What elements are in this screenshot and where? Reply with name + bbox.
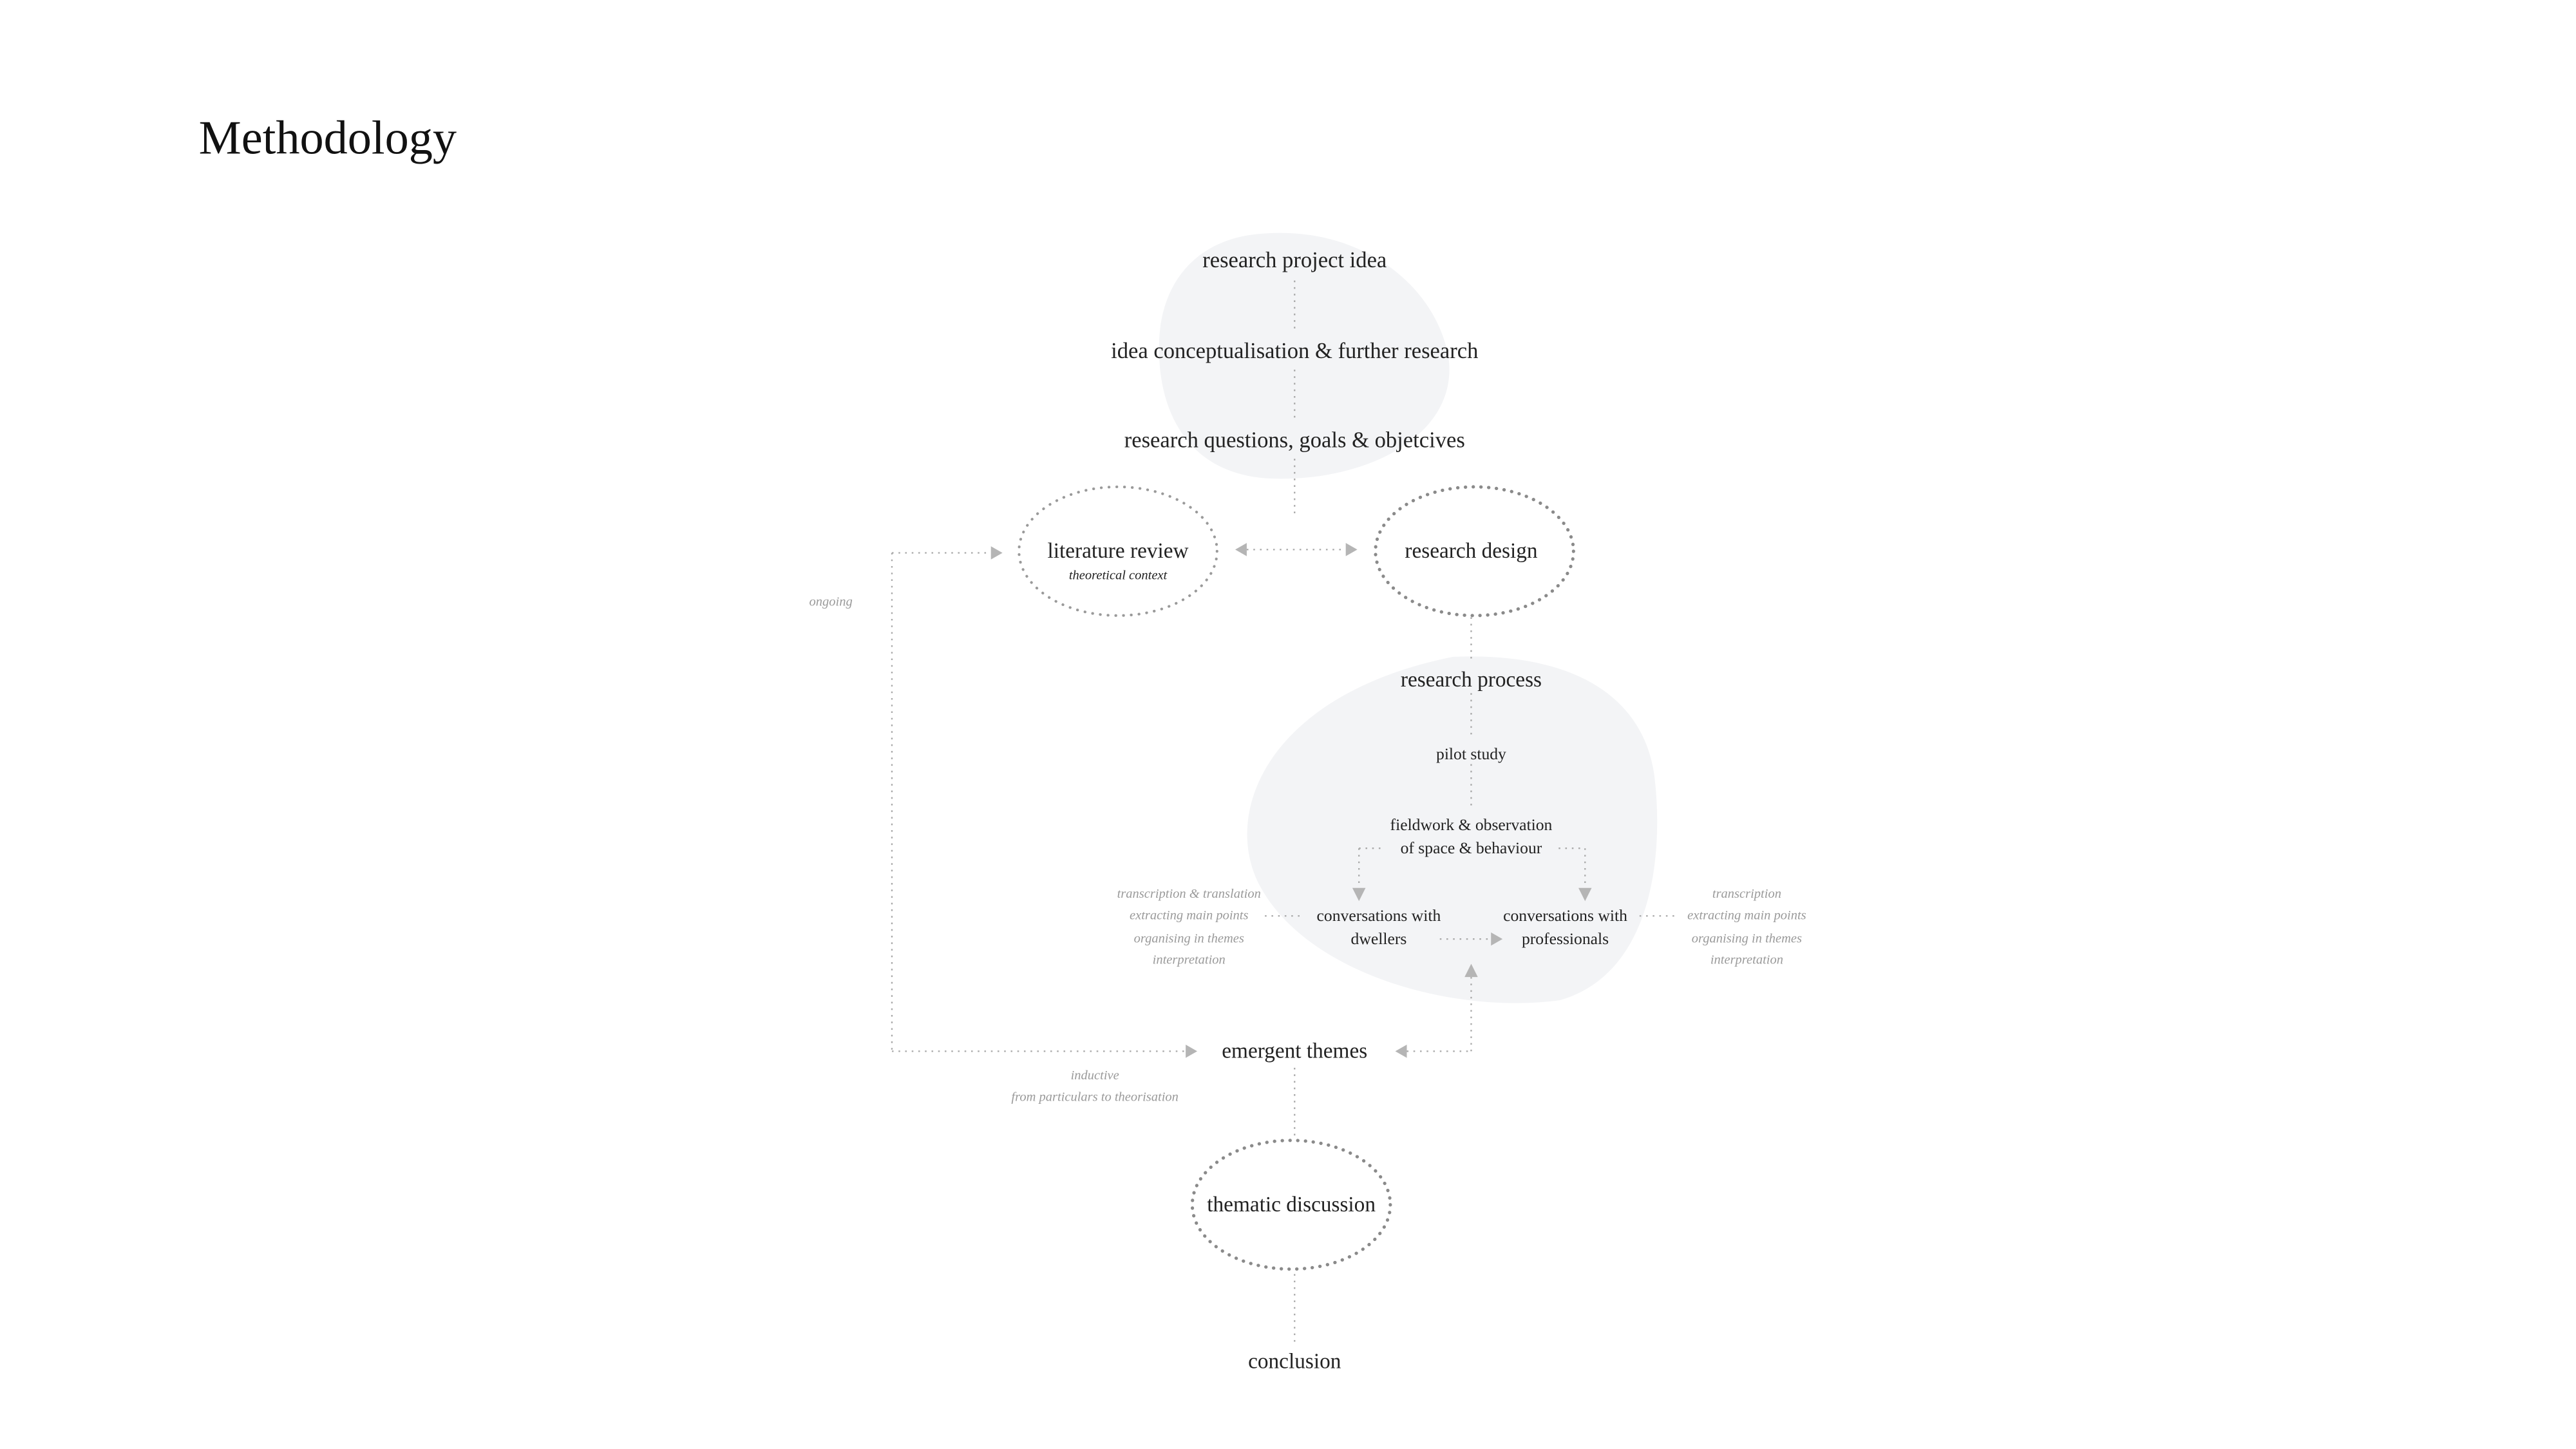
- note-dwellers-0: transcription & translation: [1117, 887, 1261, 901]
- node-research-project-idea: research project idea: [1202, 248, 1387, 272]
- node-research-design: research design: [1405, 539, 1538, 563]
- note-inductive: inductive: [1071, 1068, 1119, 1083]
- note-professionals-3: interpretation: [1710, 953, 1783, 967]
- connectors: [891, 280, 1678, 1345]
- node-pilot-study: pilot study: [1436, 744, 1506, 763]
- arrowheads: [990, 543, 1592, 1058]
- arrow-left-icon: [1395, 1045, 1407, 1058]
- arrow-down-icon: [1578, 887, 1592, 902]
- node-fieldwork-line1: fieldwork & observation: [1390, 815, 1553, 834]
- note-dwellers-1: extracting main points: [1130, 908, 1249, 922]
- thematic-discussion-ellipse: [1190, 1139, 1392, 1271]
- arrow-right-icon: [990, 546, 1003, 560]
- note-dwellers-3: interpretation: [1153, 953, 1226, 967]
- page-title: Methodology: [199, 111, 457, 164]
- node-research-questions: research questions, goals & objetcives: [1124, 428, 1465, 452]
- research-process-blob: [1247, 656, 1658, 1003]
- node-idea-conceptualisation: idea conceptualisation & further researc…: [1111, 339, 1478, 363]
- arrow-right-icon: [1186, 1045, 1198, 1058]
- node-research-process: research process: [1401, 668, 1542, 692]
- node-dwellers-line2: dwellers: [1351, 929, 1407, 948]
- arrow-right-icon: [1345, 543, 1358, 556]
- node-professionals-line2: professionals: [1522, 929, 1609, 948]
- arrow-right-icon: [1491, 932, 1503, 946]
- note-ongoing: ongoing: [810, 594, 853, 609]
- research-design-ellipse: [1374, 485, 1575, 618]
- node-conclusion: conclusion: [1248, 1349, 1341, 1373]
- note-dwellers-2: organising in themes: [1134, 931, 1244, 945]
- node-emergent-themes: emergent themes: [1222, 1039, 1367, 1063]
- arrow-left-icon: [1235, 543, 1247, 556]
- concept-blob: [1159, 232, 1450, 479]
- note-professionals-2: organising in themes: [1692, 931, 1802, 945]
- node-professionals-line1: conversations with: [1503, 906, 1627, 925]
- node-dwellers-line1: conversations with: [1317, 906, 1441, 925]
- literature-review-ellipse: [1018, 485, 1218, 617]
- note-professionals-0: transcription: [1712, 887, 1781, 901]
- arrow-down-icon: [1352, 887, 1366, 902]
- note-professionals-1: extracting main points: [1687, 908, 1806, 922]
- node-fieldwork-line2: of space & behaviour: [1401, 838, 1542, 857]
- node-literature-review: literature review: [1048, 539, 1189, 563]
- arrow-up-icon: [1464, 963, 1478, 978]
- note-inductive-sub: from particulars to theorisation: [1011, 1090, 1179, 1104]
- node-thematic-discussion: thematic discussion: [1207, 1193, 1376, 1217]
- node-literature-review-sub: theoretical context: [1069, 568, 1168, 582]
